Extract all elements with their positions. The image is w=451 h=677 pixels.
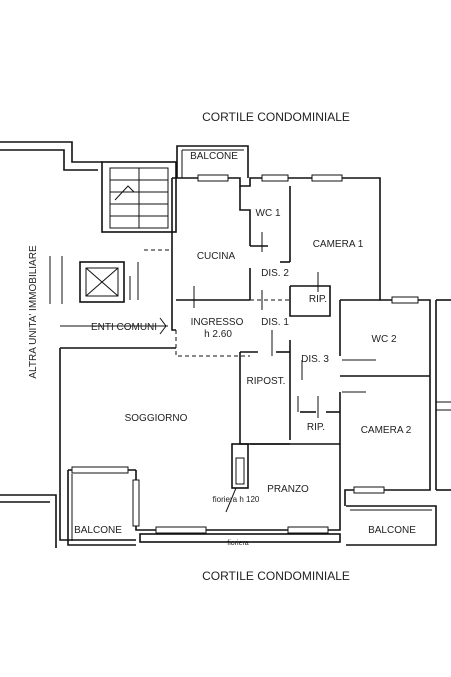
label-balcone-top: BALCONE xyxy=(190,151,238,162)
left-structure xyxy=(0,141,102,548)
dashed-outlines xyxy=(144,249,290,357)
label-ripost: RIPOST. xyxy=(247,376,286,387)
windows xyxy=(71,174,419,534)
label-wc1: WC 1 xyxy=(256,208,281,219)
balcony-top xyxy=(176,145,249,178)
label-dis3: DIS. 3 xyxy=(301,354,329,365)
balcony-bottom-left xyxy=(67,470,136,546)
label-fioriera-h: fioriera h 120 xyxy=(213,495,260,504)
label-pranzo: PRANZO xyxy=(267,484,309,495)
planter-strip xyxy=(139,533,341,543)
door-marks xyxy=(60,232,376,418)
stair-core xyxy=(79,161,177,303)
balcony-bottom-right xyxy=(346,505,437,546)
label-soggiorno: SOGGIORNO xyxy=(125,413,188,424)
label-cucina: CUCINA xyxy=(197,251,236,262)
label-balcone-right: BALCONE xyxy=(368,525,416,536)
courtyard-bottom-label: CORTILE CONDOMINIALE xyxy=(202,569,350,583)
label-fioriera: fioriera xyxy=(227,540,249,547)
label-camera2: CAMERA 2 xyxy=(361,425,412,436)
label-dis2: DIS. 2 xyxy=(261,268,289,279)
label-enti-comuni: ENTI COMUNI xyxy=(91,322,157,333)
room-labels: BALCONE WC 1 CAMERA 1 CUCINA DIS. 2 RIP.… xyxy=(74,151,416,547)
label-wc2: WC 2 xyxy=(372,334,397,345)
label-ingresso-height: h 2.60 xyxy=(204,329,232,340)
label-dis1: DIS. 1 xyxy=(261,317,289,328)
label-rip1: RIP. xyxy=(309,294,327,305)
label-ingresso: INGRESSO xyxy=(191,317,244,328)
label-rip2: RIP. xyxy=(307,422,325,433)
courtyard-top-label: CORTILE CONDOMINIALE xyxy=(202,110,350,124)
outer-walls xyxy=(59,177,451,541)
label-balcone-left: BALCONE xyxy=(74,525,122,536)
neighbor-unit-label: ALTRA UNITA' IMMOBILIARE xyxy=(28,245,39,379)
label-camera1: CAMERA 1 xyxy=(313,239,364,250)
interior-walls xyxy=(176,186,430,513)
